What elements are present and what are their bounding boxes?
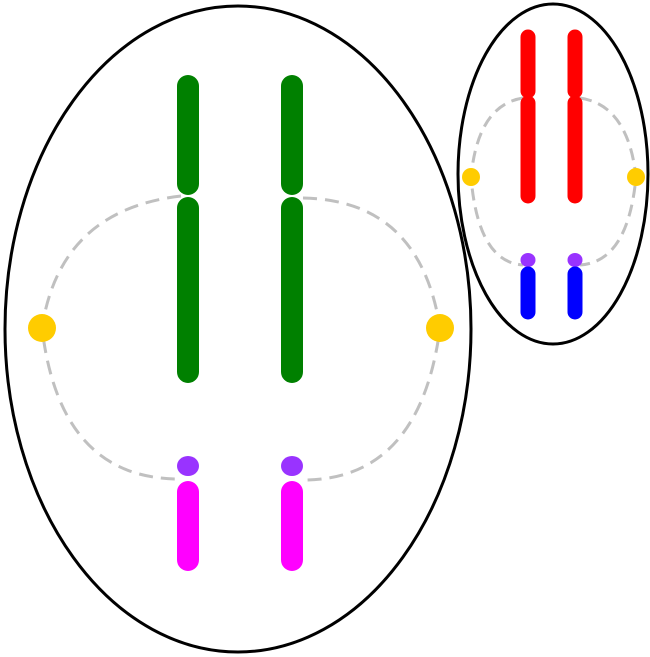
small-cell-chromosome-left [520, 29, 536, 320]
large-cell-spindle-left [40, 194, 182, 481]
large-cell [3, 4, 473, 654]
chromosome-centromere [281, 456, 303, 476]
chromosome-centromere [520, 253, 536, 267]
large-cell-centrosome-left [28, 314, 56, 342]
small-cell-spindle-right [579, 96, 638, 267]
large-cell-spindle-right [302, 196, 442, 482]
chromosome-centromere [177, 456, 199, 476]
chromosome-centromere [567, 253, 583, 267]
large-cell-chromosome-right [281, 75, 303, 571]
small-cell-centrosome-left [462, 168, 480, 186]
small-cell-centrosome-right [627, 168, 645, 186]
small-cell-chromosome-right [567, 29, 583, 320]
large-cell-chromosome-left [177, 75, 199, 571]
small-cell-spindle-left [469, 96, 524, 267]
large-cell-membrane [3, 4, 473, 654]
large-cell-centrosome-right [426, 314, 454, 342]
small-cell [456, 2, 650, 346]
small-cell-membrane [456, 2, 650, 346]
